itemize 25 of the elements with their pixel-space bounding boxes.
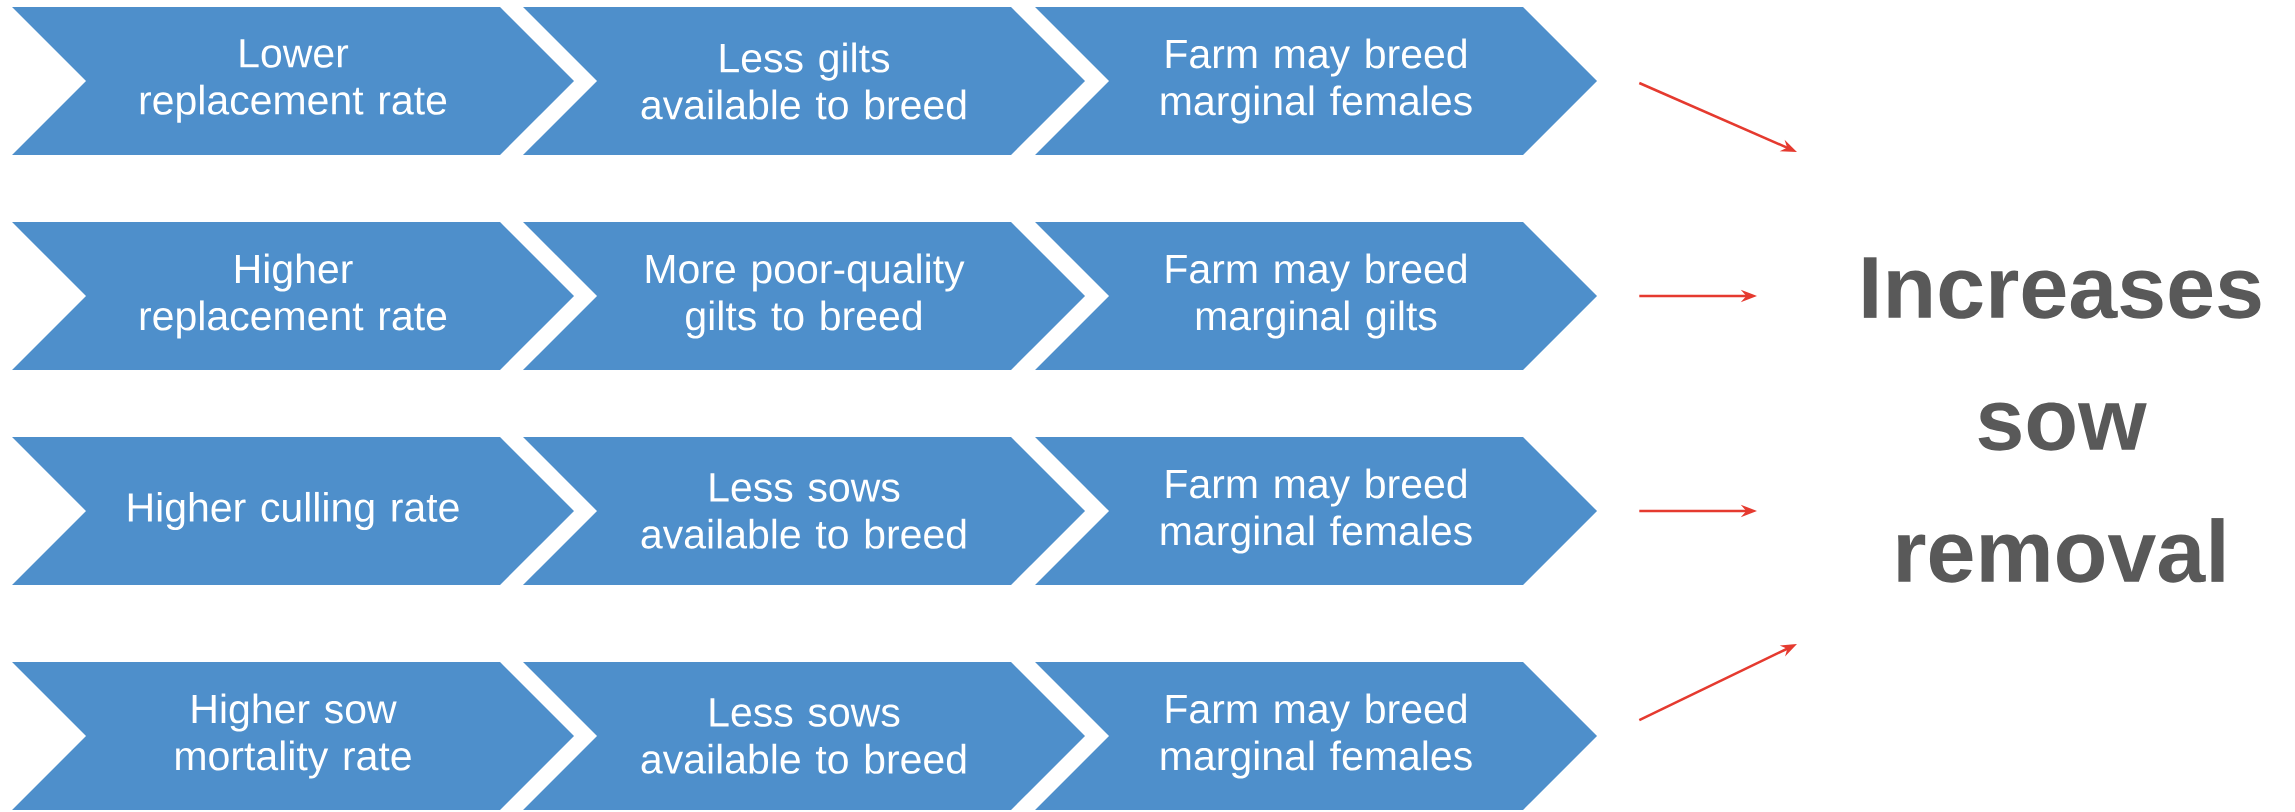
- chevron-step: Higher replacement rate: [12, 222, 574, 370]
- chevron-step: Higher culling rate: [12, 437, 574, 585]
- node-label: More poor-quality gilts to breed: [646, 253, 965, 339]
- chevron-step: Higher sow mortality rate: [12, 662, 574, 810]
- chevron-step: Lower replacement rate: [12, 7, 574, 155]
- node-label: Less sows available to breed: [641, 698, 966, 774]
- chevron-step: Farm may breed marginal gilts: [1035, 222, 1597, 370]
- chevron-step: Less gilts available to breed: [523, 7, 1085, 155]
- node-label: Farm may breed marginal females: [1161, 38, 1472, 124]
- chevron-step: Farm may breed marginal females: [1035, 662, 1597, 810]
- result-text: Increases sow removal: [1863, 257, 2261, 583]
- node-label: Farm may breed marginal females: [1161, 468, 1472, 554]
- chevron-step: Farm may breed marginal females: [1035, 437, 1597, 585]
- node-label: Higher culling rate: [128, 491, 459, 531]
- chevron-step: Farm may breed marginal females: [1035, 7, 1597, 155]
- node-label: Less gilts available to breed: [641, 42, 966, 120]
- chevron-step: Less sows available to breed: [523, 437, 1085, 585]
- node-label: Lower replacement rate: [140, 39, 447, 123]
- node-label: Higher sow mortality rate: [176, 693, 411, 779]
- chevron-step: Less sows available to breed: [523, 662, 1085, 810]
- chevron-step: More poor-quality gilts to breed: [523, 222, 1085, 370]
- node-label: Farm may breed marginal gilts: [1166, 253, 1466, 339]
- node-label: Farm may breed marginal females: [1161, 693, 1472, 779]
- node-label: Higher replacement rate: [140, 253, 447, 339]
- node-label: Less sows available to breed: [641, 473, 966, 549]
